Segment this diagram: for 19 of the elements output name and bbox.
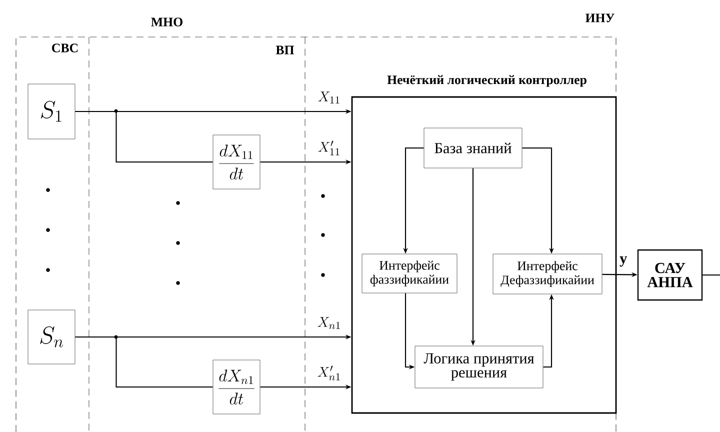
region-label: ИНУ (585, 14, 614, 22)
signal-label: $X'_{n1}$ (316, 364, 342, 382)
derivative-box: $\frac{dX_{11}}{dt}$ (212, 134, 260, 190)
region-label: ВП (276, 46, 294, 54)
region-label: СВС (52, 44, 78, 52)
process-box: База знаний (424, 128, 522, 168)
edge-label: у (618, 255, 628, 268)
sensor-box: $S_n$ (28, 310, 76, 364)
process-box: Логика принятия решения (414, 346, 544, 388)
output-box: САУ АНПА (637, 249, 703, 301)
box-heading: Нечёткий логический контроллер (387, 75, 586, 87)
derivative-box: $\frac{dX_{n1}}{dt}$ (212, 360, 260, 414)
signal-label: $X_{11}$ (316, 90, 342, 105)
process-box: Интерфейс фаззификайии (362, 254, 458, 294)
region-label: МНО (151, 18, 182, 26)
signal-label: $X'_{11}$ (316, 140, 342, 156)
signal-label: $X_{n1}$ (316, 316, 342, 330)
sensor-box: $S_1$ (28, 84, 76, 140)
process-box: Интерфейс Дефаззификайии (492, 254, 602, 294)
